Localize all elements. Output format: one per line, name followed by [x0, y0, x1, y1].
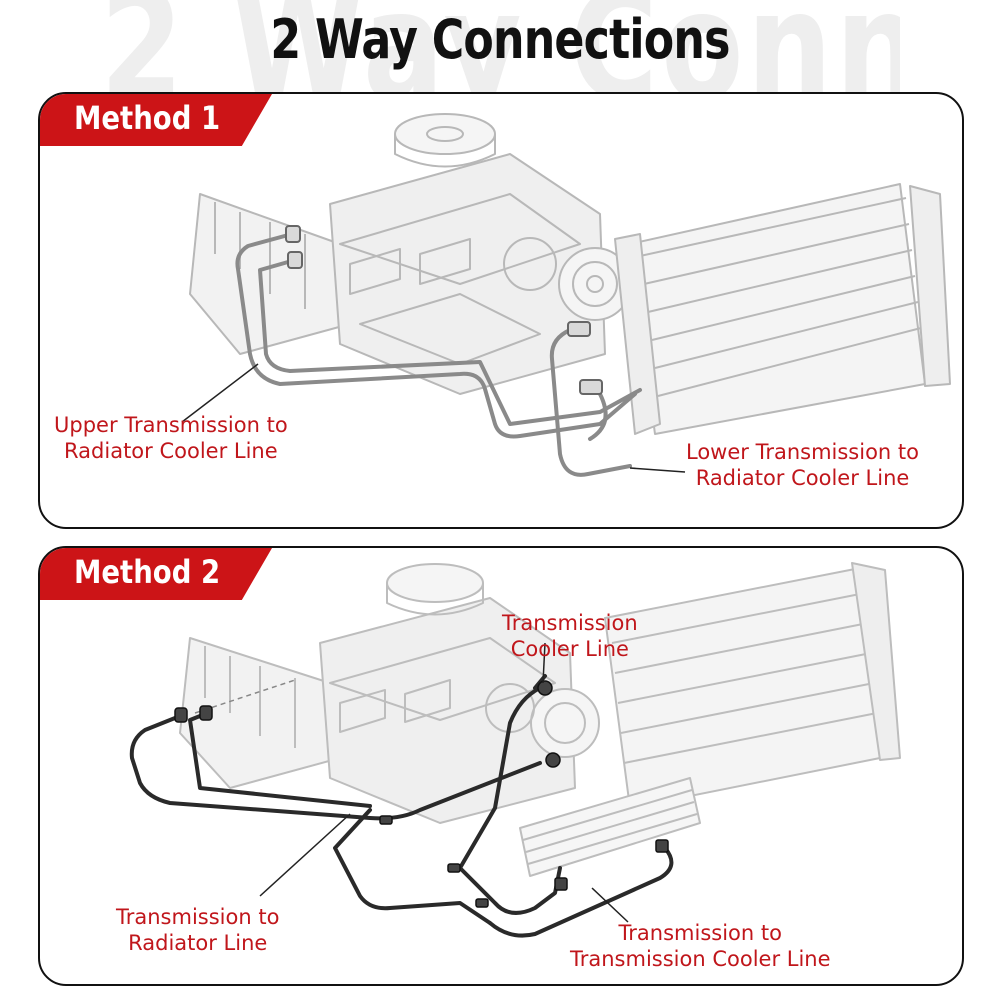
method-2-engine-illustration: [129, 562, 901, 938]
to-radiator-callout: Transmission to Radiator Line: [116, 904, 279, 956]
lower-line-leader: [629, 467, 686, 473]
upper-line-callout: Upper Transmission to Radiator Cooler Li…: [54, 412, 288, 464]
to-cooler-leader: [591, 887, 629, 923]
upper-line-callout-line2: Radiator Cooler Line: [64, 439, 278, 463]
upper-line-leader: [181, 363, 259, 423]
page-title: 2 Way Connections: [270, 8, 730, 71]
cooler-line-callout-line1: Transmission: [502, 611, 638, 635]
to-radiator-leader: [259, 813, 351, 897]
engine-transmission-drawing: [179, 562, 901, 877]
lower-line-callout: Lower Transmission to Radiator Cooler Li…: [686, 439, 919, 491]
method-2-tab: Method 2: [40, 548, 272, 600]
method-2-tab-label: Method 2: [74, 553, 221, 591]
cooler-line-callout-line2: Cooler Line: [510, 637, 629, 661]
method-2-fittings: [174, 680, 669, 908]
method-1-tab: Method 1: [40, 94, 272, 146]
cooler-line-callout: Transmission Cooler Line: [502, 610, 638, 662]
method-2-cooler-lines: [129, 674, 674, 938]
upper-line-callout-line1: Upper Transmission to: [54, 413, 288, 437]
method-1-tab-label: Method 1: [74, 99, 221, 137]
method-1-fittings: [285, 225, 603, 395]
to-cooler-callout: Transmission to Transmission Cooler Line: [570, 920, 831, 972]
to-radiator-callout-line2: Radiator Line: [128, 931, 268, 955]
engine-transmission-drawing: [189, 113, 951, 435]
method-1-panel: Method 1 Upper Transmission to Radiator …: [38, 92, 964, 529]
to-radiator-callout-line1: Transmission to: [116, 905, 280, 929]
cooler-line-leader: [542, 642, 546, 684]
method-2-panel: Method 2 Transmission Cooler Line Transm…: [38, 546, 964, 986]
to-cooler-callout-line2: Transmission Cooler Line: [570, 947, 831, 971]
lower-line-callout-line1: Lower Transmission to: [686, 440, 919, 464]
to-cooler-callout-line1: Transmission to: [618, 921, 782, 945]
method-1-cooler-lines: [235, 232, 642, 477]
method-1-engine-illustration: [181, 113, 951, 477]
lower-line-callout-line2: Radiator Cooler Line: [695, 466, 910, 490]
